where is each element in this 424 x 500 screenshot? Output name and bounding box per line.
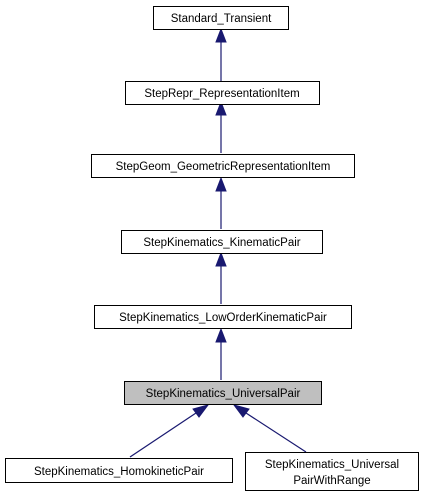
node-universal-pair-with-range-label-line2: PairWithRange: [293, 475, 370, 487]
edge-representation-item-to-standard-transient: [215, 27, 227, 81]
node-universal-pair-label: StepKinematics_UniversalPair: [146, 388, 301, 400]
edge-homokinetic-pair-to-universal-pair: [129, 404, 210, 458]
node-universal-pair-with-range[interactable]: StepKinematics_Universal PairWithRange: [245, 452, 419, 491]
edge-low-order-kinematic-pair-to-kinematic-pair: [215, 251, 227, 304]
edge-universal-pair-to-low-order-kinematic-pair: [215, 327, 227, 380]
node-universal-pair-with-range-label-line1: StepKinematics_Universal: [265, 459, 399, 471]
node-kinematic-pair[interactable]: StepKinematics_KinematicPair: [121, 230, 323, 254]
node-representation-item-label: StepRepr_RepresentationItem: [144, 88, 299, 100]
node-representation-item[interactable]: StepRepr_RepresentationItem: [125, 81, 320, 105]
node-geometric-representation-item-label: StepGeom_GeometricRepresentationItem: [116, 161, 331, 173]
edge-universal-pair-with-range-to-universal-pair: [232, 404, 307, 453]
node-standard-transient[interactable]: Standard_Transient: [153, 6, 289, 30]
node-geometric-representation-item[interactable]: StepGeom_GeometricRepresentationItem: [91, 154, 355, 178]
node-kinematic-pair-label: StepKinematics_KinematicPair: [143, 237, 300, 249]
node-homokinetic-pair[interactable]: StepKinematics_HomokineticPair: [5, 458, 233, 483]
edge-geometric-representation-item-to-representation-item: [215, 100, 227, 153]
node-homokinetic-pair-label: StepKinematics_HomokineticPair: [34, 466, 204, 478]
edge-kinematic-pair-to-geometric-representation-item: [215, 176, 227, 229]
node-standard-transient-label: Standard_Transient: [171, 13, 272, 25]
node-low-order-kinematic-pair[interactable]: StepKinematics_LowOrderKinematicPair: [94, 305, 352, 329]
node-universal-pair[interactable]: StepKinematics_UniversalPair: [124, 381, 322, 405]
node-low-order-kinematic-pair-label: StepKinematics_LowOrderKinematicPair: [119, 312, 327, 324]
